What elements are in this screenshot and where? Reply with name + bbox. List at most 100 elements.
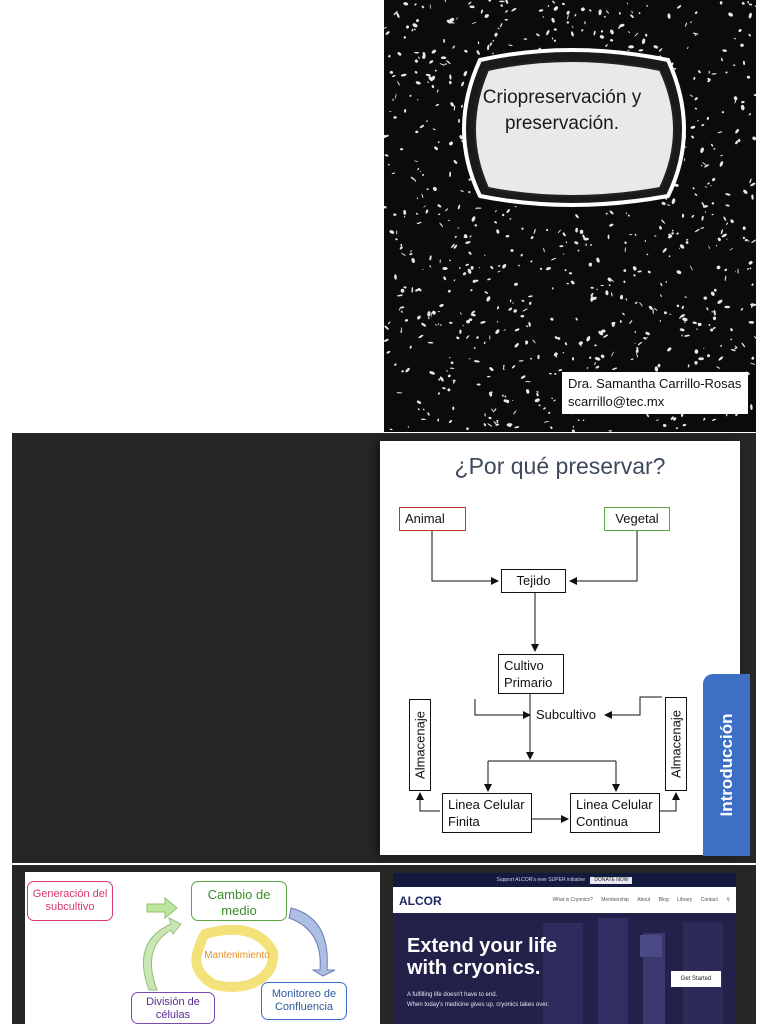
web-nav-about[interactable]: About (637, 897, 651, 903)
marble-speck (684, 321, 686, 324)
marble-speck (608, 284, 611, 287)
marble-speck (754, 5, 756, 7)
marble-speck (689, 94, 693, 97)
marble-speck (746, 75, 751, 79)
marble-speck (673, 417, 677, 421)
marble-speck (648, 305, 653, 310)
marble-speck (577, 249, 580, 252)
marble-speck (504, 18, 508, 21)
marble-speck (514, 282, 518, 286)
marble-speck (469, 235, 472, 238)
marble-speck (411, 286, 414, 293)
marble-speck (503, 328, 507, 331)
marble-speck (384, 205, 387, 209)
marble-speck (403, 2, 409, 6)
marble-speck (629, 320, 633, 325)
marble-speck (740, 104, 745, 111)
marble-speck (513, 410, 517, 415)
web-get-started-button[interactable]: Get Started (671, 971, 721, 987)
marble-speck (468, 191, 471, 194)
marble-speck (428, 317, 430, 320)
marble-speck (634, 301, 638, 304)
marble-speck (469, 5, 475, 9)
marble-speck (750, 362, 756, 365)
marble-speck (694, 349, 699, 354)
marble-speck (634, 233, 637, 236)
web-nav-what[interactable]: What is Cryonics? (552, 897, 593, 903)
marble-speck (396, 294, 403, 297)
marble-speck (706, 307, 709, 311)
marble-speck (679, 244, 685, 249)
marble-speck (403, 36, 406, 39)
search-icon[interactable]: ⚲ (726, 897, 730, 903)
marble-speck (584, 21, 586, 25)
cycle-generacion: Generación del subcultivo (27, 881, 113, 921)
marble-speck (582, 419, 585, 422)
marble-speck (423, 205, 426, 208)
marble-speck (720, 229, 723, 235)
web-hero-line1: Extend your life (407, 935, 558, 957)
marble-speck (534, 398, 540, 403)
marble-speck (460, 190, 464, 192)
marble-speck (480, 321, 486, 324)
marble-speck (687, 46, 689, 50)
notebook-cover: Criopreservación y preservación. Dra. Sa… (384, 0, 756, 432)
marble-speck (486, 296, 491, 302)
marble-speck (660, 219, 666, 224)
marble-speck (553, 6, 559, 11)
marble-speck (661, 201, 666, 206)
web-nav-library[interactable]: Library (677, 897, 693, 903)
web-donate-button[interactable]: DONATE NOW (590, 877, 633, 884)
marble-speck (551, 37, 554, 40)
marble-speck (674, 183, 679, 187)
marble-speck (496, 419, 499, 422)
web-logo[interactable]: ALCOR (399, 894, 442, 908)
marble-speck (611, 351, 614, 357)
marble-speck (504, 395, 507, 398)
marble-speck (667, 235, 673, 239)
marble-speck (598, 9, 602, 16)
marble-speck (679, 328, 685, 332)
marble-speck (396, 12, 400, 19)
marble-speck (526, 389, 530, 394)
web-nav-membership[interactable]: Membership (601, 897, 629, 903)
marble-speck (512, 302, 514, 304)
web-nav-blog[interactable]: Blog (658, 897, 669, 903)
marble-speck (738, 138, 741, 143)
marble-speck (692, 321, 697, 325)
marble-speck (741, 342, 746, 348)
marble-speck (426, 81, 430, 83)
marble-speck (476, 383, 481, 386)
marble-speck (575, 317, 578, 321)
marble-speck (473, 346, 476, 349)
marble-speck (692, 187, 695, 190)
web-nav-contact[interactable]: Contact (700, 897, 718, 903)
marble-speck (711, 202, 715, 205)
marble-speck (460, 312, 462, 315)
marble-speck (550, 426, 553, 429)
marble-speck (671, 229, 674, 232)
marble-speck (453, 244, 458, 249)
marble-speck (533, 228, 536, 234)
marble-speck (429, 371, 435, 375)
marble-speck (384, 338, 389, 342)
marble-speck (514, 328, 520, 332)
marble-speck (636, 352, 638, 358)
marble-speck (514, 426, 520, 429)
marble-speck (393, 116, 397, 119)
marble-speck (425, 209, 429, 214)
marble-speck (400, 329, 403, 334)
marble-speck (719, 1, 723, 5)
marble-speck (476, 50, 480, 55)
marble-speck (386, 350, 391, 354)
marble-speck (627, 49, 630, 51)
marble-speck (710, 143, 714, 147)
marble-speck (449, 367, 455, 369)
marble-speck (636, 347, 639, 350)
marble-speck (637, 341, 642, 346)
marble-speck (500, 22, 503, 28)
marble-speck (409, 253, 413, 256)
marble-speck (586, 338, 590, 342)
marble-speck (429, 255, 432, 261)
marble-speck (701, 164, 703, 167)
